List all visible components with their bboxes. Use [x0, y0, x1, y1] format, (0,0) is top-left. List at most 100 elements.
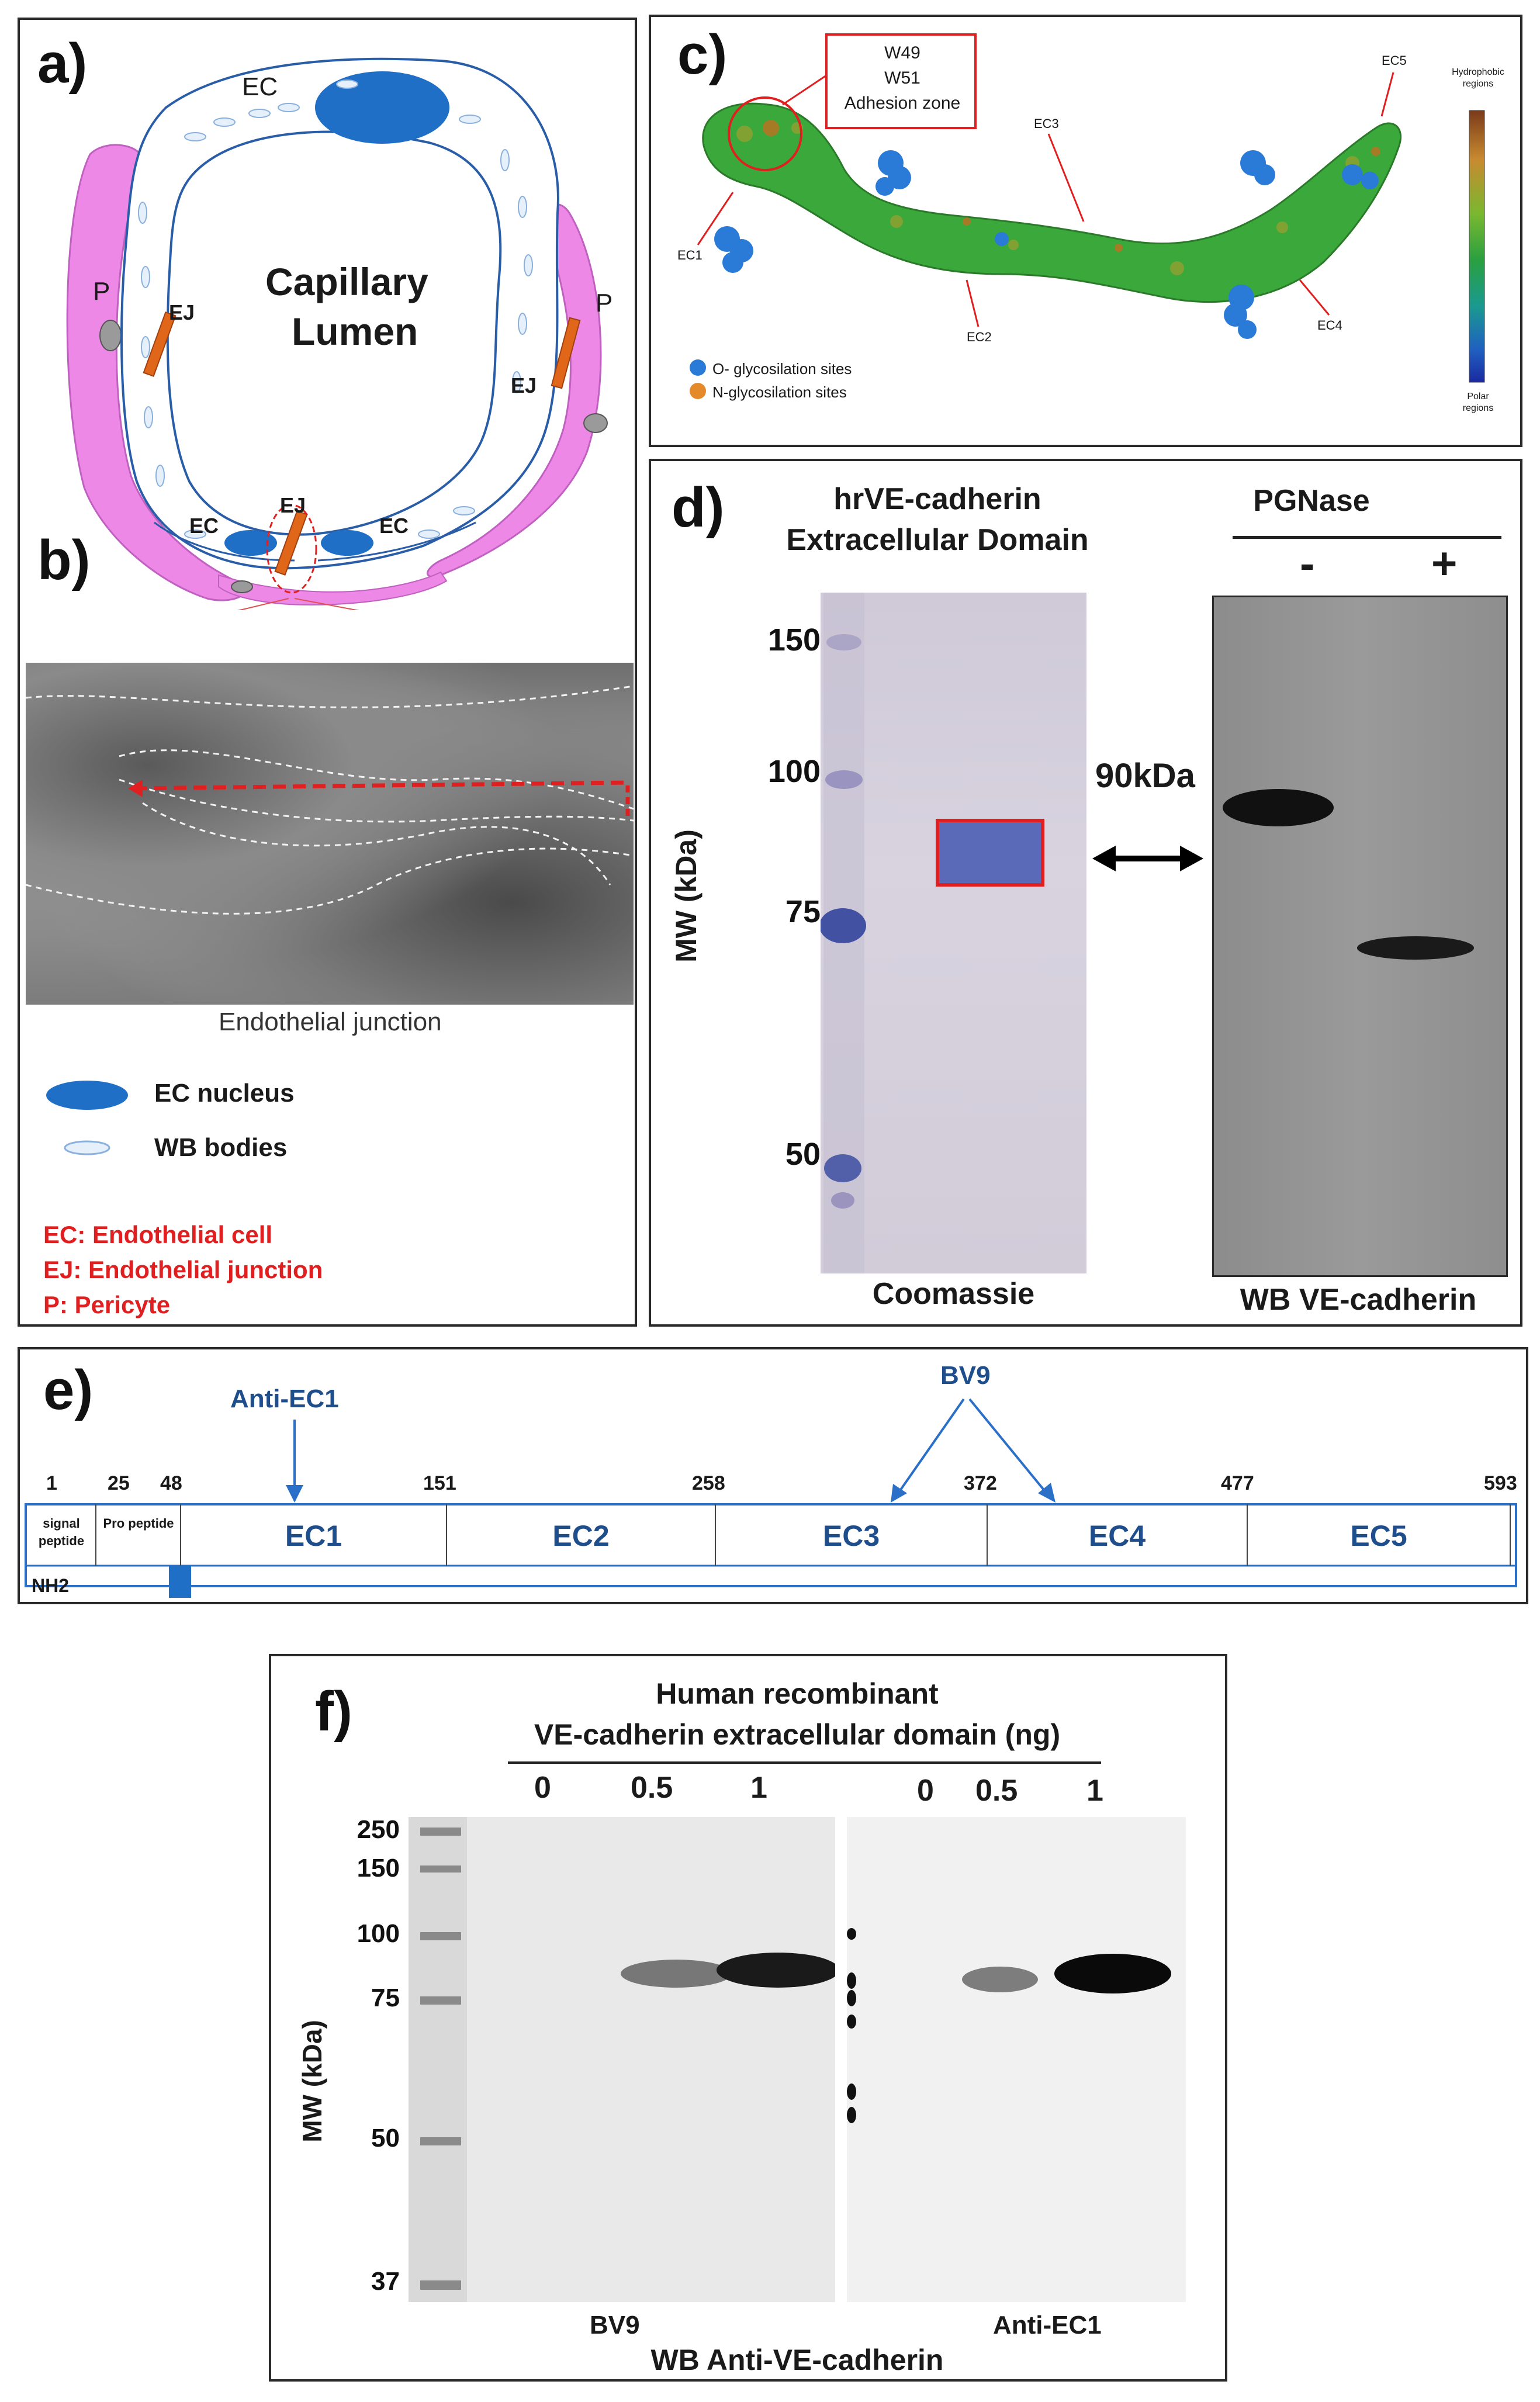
d-right-caption: WB VE-cadherin [1240, 1283, 1477, 1317]
f-lane-right-1: 1 [1086, 1774, 1103, 1808]
label-ec-bottom-left: EC [189, 514, 219, 538]
panel-a-b: a) [18, 18, 637, 1327]
capillary-lumen-title-2: Lumen [292, 310, 418, 353]
capillary-diagram [66, 57, 608, 610]
panel-e-label: e) [43, 1359, 94, 1421]
adhesion-zone-circle [728, 96, 802, 171]
d-pgnase-line [1233, 536, 1501, 539]
tem-caption: Endothelial junction [219, 1008, 442, 1036]
e-anti-ec1-label: Anti-EC1 [230, 1385, 339, 1413]
f-title-2: VE-cadherin extracellular domain (ng) [534, 1718, 1061, 1751]
ec-nucleus-top [315, 71, 449, 144]
hydrophobicity-colorbar [1469, 110, 1485, 383]
f-title-1: Human recombinant [656, 1677, 939, 1710]
d-minus: - [1300, 539, 1315, 589]
callout-w49: W49 [884, 43, 920, 63]
protein-body [702, 102, 1402, 303]
ladder-band-75 [821, 908, 866, 943]
label-p-right: P [596, 289, 613, 317]
f-lane-left-05: 0.5 [631, 1771, 673, 1805]
legend-n-glyco: N-glycosilation sites [712, 383, 847, 401]
panel-f: f) Human recombinant VE-cadherin extrace… [269, 1654, 1227, 2382]
label-p-left: P [93, 277, 110, 306]
ladder-band-50 [824, 1154, 861, 1182]
panel-e: e) Anti-EC1 BV9 1 25 48 151 258 372 477 … [18, 1347, 1528, 1604]
e-pos-48: 48 [160, 1472, 182, 1494]
coomassie-band-90kda [937, 821, 1043, 885]
ec-nucleus-icon [46, 1081, 128, 1110]
domain-label-ec3: EC3 [1034, 116, 1059, 131]
tem-image [26, 663, 634, 1005]
f-ladder-37 [420, 2280, 461, 2290]
panel-a-label: a) [37, 32, 88, 95]
e-pos-151: 151 [423, 1472, 456, 1494]
pericyte-bottom [218, 571, 448, 605]
f-blot-left [409, 1817, 835, 2302]
double-arrow-icon [1092, 846, 1203, 871]
f-lane-left-1: 1 [750, 1771, 767, 1805]
d-left-caption: Coomassie [872, 1277, 1035, 1311]
e-pos-1: 1 [46, 1472, 57, 1494]
f-band-antiec1-1 [1054, 1954, 1171, 1993]
label-ec-bottom-right: EC [379, 514, 409, 538]
callout-adhesion-zone: Adhesion zone [844, 94, 961, 113]
adhesion-zone-callout [825, 33, 977, 129]
capillary-lumen-title-1: Capillary [265, 260, 428, 303]
abbr-p: P: Pericyte [43, 1291, 171, 1318]
label-ec-top: EC [242, 72, 278, 101]
label-ej-right: EJ [511, 373, 537, 397]
domain-label-ec4: EC4 [1317, 318, 1342, 333]
e-seg-ec5: EC5 [1350, 1520, 1407, 1552]
legend-wb-bodies: WB bodies [154, 1133, 288, 1162]
f-band-bv9-1 [717, 1953, 835, 1988]
e-pos-372: 372 [964, 1472, 997, 1494]
e-pos-593: 593 [1484, 1472, 1517, 1494]
label-ej-left: EJ [169, 300, 195, 324]
e-seg-ec3: EC3 [822, 1520, 880, 1552]
e-seg-ec4: EC4 [1088, 1520, 1146, 1552]
ladder-band-100 [825, 770, 863, 789]
f-title-line [508, 1761, 1101, 1764]
f-ladder-250 [420, 1828, 461, 1836]
f-lane-left-0: 0 [534, 1771, 551, 1805]
domain-label-ec2: EC2 [967, 330, 992, 344]
d-ylabel: MW (kDa) [670, 829, 702, 963]
ladder-band-150 [826, 634, 861, 650]
domain-map [25, 1398, 1517, 1598]
d-tick-150: 150 [767, 622, 821, 657]
panel-b-label: b) [37, 529, 91, 591]
d-tick-75: 75 [785, 894, 821, 929]
d-tick-50: 50 [785, 1137, 821, 1172]
f-bottom-caption: WB Anti-VE-cadherin [650, 2344, 944, 2376]
legend-o-glyco: O- glycosilation sites [712, 360, 852, 378]
wb-bodies-icon [64, 1140, 110, 1155]
f-left-caption: BV9 [590, 2311, 640, 2339]
f-tick-50: 50 [371, 2124, 400, 2152]
d-arrow-label: 90kDa [1095, 757, 1195, 795]
d-plus: + [1431, 539, 1458, 589]
label-ej-bottom: EJ [280, 493, 306, 517]
f-lane-right-0: 0 [917, 1774, 934, 1808]
panel-d-label: d) [672, 476, 725, 539]
panel-c: c) [649, 15, 1522, 447]
f-ladder-100 [420, 1932, 461, 1940]
e-seg-signal: signal peptide [38, 1516, 85, 1548]
e-nh2: NH2 [32, 1575, 70, 1596]
e-seg-ec1: EC1 [285, 1520, 342, 1552]
wb-band-plus [1357, 936, 1474, 960]
f-tick-250: 250 [357, 1815, 400, 1844]
f-band-antiec1-05 [962, 1967, 1038, 1992]
callout-w51: W51 [884, 68, 920, 88]
e-seg-pro: Pro peptide [103, 1516, 174, 1531]
f-band-bv9-05 [621, 1960, 732, 1988]
f-blot-right [847, 1817, 1186, 2302]
f-ylabel: MW (kDa) [297, 2020, 327, 2143]
domain-label-ec1: EC1 [677, 248, 702, 262]
coomassie-gel [821, 593, 1086, 1273]
d-title-1: hrVE-cadherin [833, 482, 1041, 516]
d-tick-100: 100 [767, 754, 821, 789]
lumen-outline [166, 130, 502, 536]
f-ladder-75 [420, 1996, 461, 2005]
colorbar-top-label: Hydrophobic regions [1452, 67, 1504, 89]
f-ladder-150 [420, 1865, 461, 1873]
